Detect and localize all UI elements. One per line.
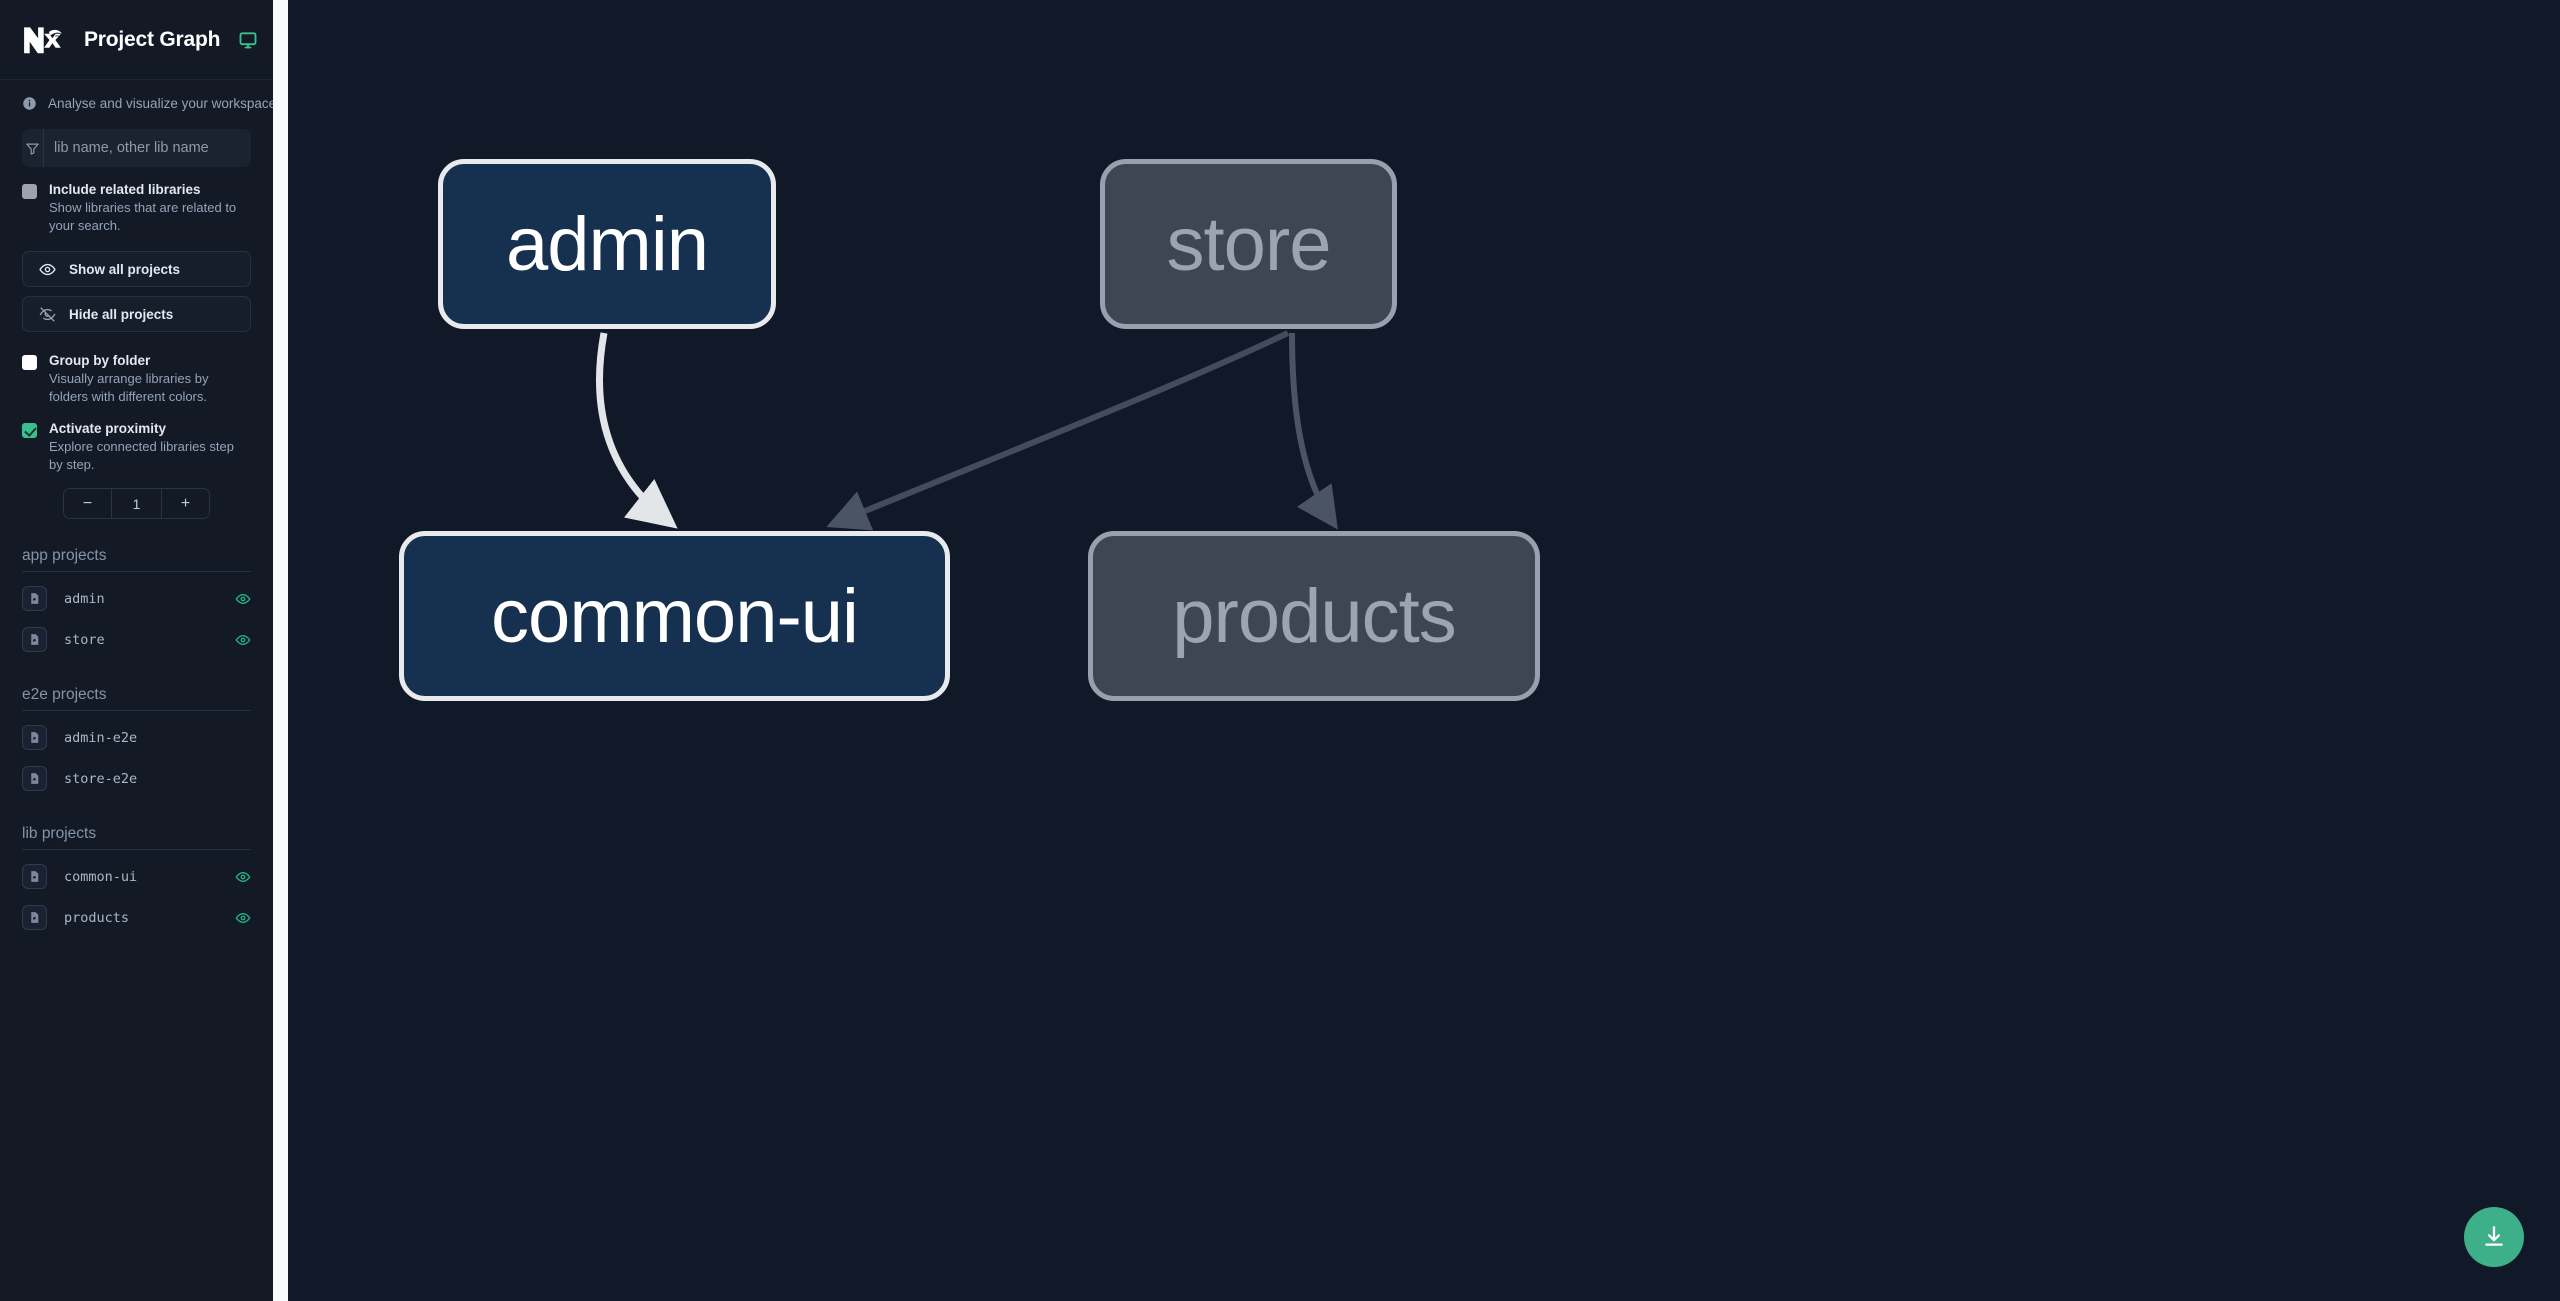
group-title: e2e projects [22, 686, 251, 712]
project-row-admin-e2e[interactable]: admin-e2e [22, 717, 251, 758]
project-file-icon [22, 725, 47, 751]
project-file-icon [22, 627, 47, 653]
group-title: app projects [22, 547, 251, 573]
tagline-row: Analyse and visualize your workspace. [0, 80, 280, 125]
hide-all-projects-label: Hide all projects [69, 306, 174, 322]
graph-node-products[interactable]: products [1088, 531, 1540, 701]
option-description: Visually arrange libraries by folders wi… [49, 371, 209, 405]
proximity-value: 1 [111, 489, 162, 519]
graph-canvas[interactable]: admin store common-ui products [288, 0, 2560, 1301]
sidebar-header: Project Graph [0, 0, 273, 80]
proximity-stepper-group: − 1 + [63, 488, 210, 520]
graph-node-label: common-ui [491, 573, 859, 659]
nx-logo-icon [22, 23, 64, 57]
option-texts: Activate proximity Explore connected lib… [49, 420, 239, 474]
option-texts: Include related libraries Show libraries… [49, 181, 239, 235]
eye-off-icon [39, 306, 56, 323]
info-circle-icon [22, 96, 37, 111]
option-description: Explore connected libraries step by step… [49, 439, 234, 473]
show-all-projects-label: Show all projects [69, 261, 181, 277]
project-name: products [64, 909, 130, 926]
project-visibility-eye-icon[interactable] [235, 591, 251, 607]
filter-funnel-icon-cell[interactable] [22, 129, 44, 167]
project-visibility-eye-icon[interactable] [235, 632, 251, 648]
sidebar: Project Graph Analyse and visualize your… [0, 0, 280, 1301]
option-texts: Group by folder Visually arrange librari… [49, 352, 239, 406]
graph-node-common-ui[interactable]: common-ui [399, 531, 950, 701]
download-graph-button[interactable] [2464, 1207, 2524, 1267]
project-row-store-e2e[interactable]: store-e2e [22, 758, 251, 799]
visibility-buttons: Show all projects Hide all projects [0, 235, 273, 333]
search-input[interactable] [44, 129, 251, 167]
graph-node-admin[interactable]: admin [438, 159, 776, 329]
graph-node-label: store [1166, 201, 1332, 287]
monitor-icon[interactable] [238, 30, 258, 50]
project-name: admin-e2e [64, 729, 138, 746]
project-name: admin [64, 590, 105, 607]
option-title: Include related libraries [49, 182, 201, 197]
edge-store-to-products [1289, 332, 1338, 530]
search-box[interactable] [22, 129, 251, 167]
page-title: Project Graph [84, 27, 221, 51]
project-name: store [64, 631, 105, 648]
sidebar-resize-handle[interactable] [273, 0, 288, 1301]
proximity-stepper: − 1 + [0, 474, 273, 520]
project-group-e2e: e2e projects admin-e2e [22, 686, 251, 799]
project-row-admin[interactable]: admin [22, 578, 251, 619]
include-related-libraries-checkbox[interactable] [22, 184, 37, 199]
group-title: lib projects [22, 825, 251, 851]
graph-node-label: admin [506, 201, 709, 287]
show-all-projects-button[interactable]: Show all projects [22, 251, 251, 288]
graph-edges-layer [596, 330, 1338, 531]
search-section [0, 125, 273, 167]
activate-proximity-checkbox[interactable] [22, 423, 37, 439]
project-name: store-e2e [64, 770, 138, 787]
eye-icon [39, 261, 56, 278]
project-row-common-ui[interactable]: common-ui [22, 856, 251, 897]
project-row-products[interactable]: products [22, 897, 251, 938]
edge-store-to-common-ui [826, 330, 1290, 531]
project-file-icon [22, 864, 47, 890]
project-visibility-eye-icon[interactable] [235, 869, 251, 885]
project-row-store[interactable]: store [22, 619, 251, 660]
option-include-related-libraries[interactable]: Include related libraries Show libraries… [0, 167, 273, 235]
graph-node-store[interactable]: store [1100, 159, 1397, 329]
project-groups: app projects admin [0, 519, 273, 1301]
project-file-icon [22, 766, 47, 792]
tagline-text: Analyse and visualize your workspace. [48, 96, 280, 111]
group-by-folder-checkbox[interactable] [22, 355, 37, 371]
option-title: Group by folder [49, 353, 151, 369]
project-file-icon [22, 905, 47, 931]
project-visibility-eye-icon[interactable] [235, 910, 251, 926]
proximity-increment-button[interactable]: + [162, 489, 209, 519]
graph-node-label: products [1172, 573, 1456, 659]
project-name: common-ui [64, 868, 138, 885]
project-group-app: app projects admin [22, 547, 251, 660]
project-group-lib: lib projects common-ui [22, 825, 251, 938]
edge-admin-to-common-ui [596, 332, 678, 529]
option-description: Show libraries that are related to your … [49, 200, 237, 234]
option-group-by-folder[interactable]: Group by folder Visually arrange librari… [0, 332, 273, 406]
hide-all-projects-button[interactable]: Hide all projects [22, 296, 251, 333]
option-title: Activate proximity [49, 421, 167, 437]
filter-funnel-icon [25, 141, 40, 156]
proximity-decrement-button[interactable]: − [64, 489, 111, 519]
download-icon [2481, 1224, 2507, 1250]
project-file-icon [22, 586, 47, 612]
option-activate-proximity[interactable]: Activate proximity Explore connected lib… [0, 406, 273, 474]
